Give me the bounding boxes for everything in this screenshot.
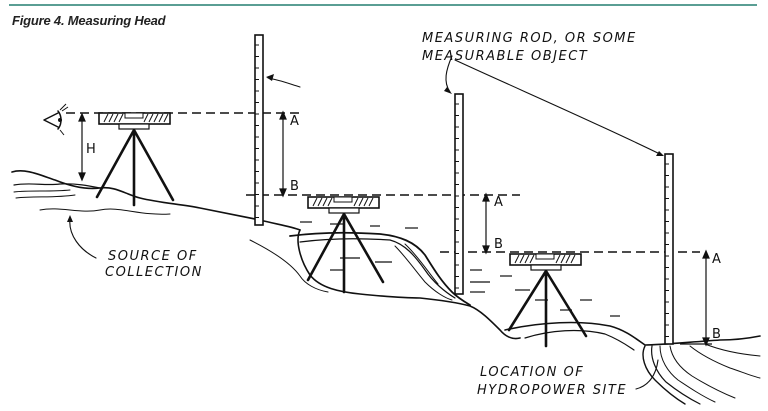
terrain	[11, 170, 761, 405]
site-label-line2: HYDROPOWER SITE	[477, 383, 627, 398]
rod-label-line1: MEASURING ROD, OR SOME	[422, 31, 637, 46]
level-instrument-icon	[98, 112, 582, 271]
a-label-rod2: A	[494, 195, 503, 210]
source-label-line1: SOURCE OF	[108, 249, 198, 264]
measuring-rod-icon	[254, 34, 674, 345]
eye-icon	[43, 103, 69, 136]
b-label-rod2: B	[494, 237, 503, 252]
top-rule	[9, 4, 757, 6]
a-label-rod1: A	[290, 114, 299, 129]
height-label: H	[86, 142, 96, 157]
figure-title: Figure 4. Measuring Head	[12, 13, 166, 28]
rod-label-line2: MEASURABLE OBJECT	[422, 49, 588, 64]
site-label-line1: LOCATION OF	[480, 365, 584, 380]
dimension-arrows	[78, 110, 712, 347]
b-label-rod1: B	[290, 179, 299, 194]
sight-lines	[66, 112, 700, 253]
source-label-line2: COLLECTION	[105, 265, 203, 280]
leader-lines	[67, 55, 664, 390]
tripod-icon	[95, 128, 588, 348]
a-label-rod3: A	[712, 252, 721, 267]
b-label-rod3: B	[712, 327, 721, 342]
